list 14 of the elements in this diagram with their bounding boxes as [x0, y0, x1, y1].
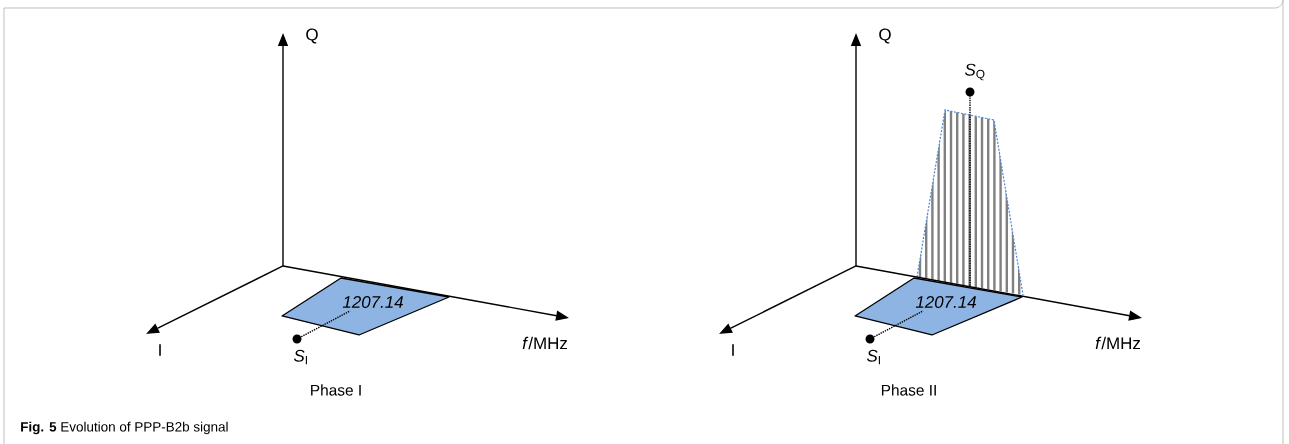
axis-label: f/MHz — [1095, 336, 1140, 350]
panel-label: Phase I — [311, 384, 361, 396]
figure-caption: Fig. 5 Evolution of PPP-B2b signal — [21, 421, 228, 435]
frequency-label: 1207.14 — [915, 296, 976, 308]
point-label: S$_{I}$ — [293, 349, 307, 365]
frequency-label: 1207.14 — [342, 296, 403, 308]
point-label: S$_{Q}$ — [965, 63, 985, 81]
point-label: S$_{I}$ — [866, 349, 880, 365]
axis-label: f/MHz — [522, 336, 567, 350]
panel-label: Phase II — [881, 384, 936, 396]
axis-label: Q — [879, 28, 891, 44]
axis-label: I — [159, 344, 161, 356]
axis-label: Q — [306, 28, 318, 44]
axis-label: I — [732, 344, 734, 356]
